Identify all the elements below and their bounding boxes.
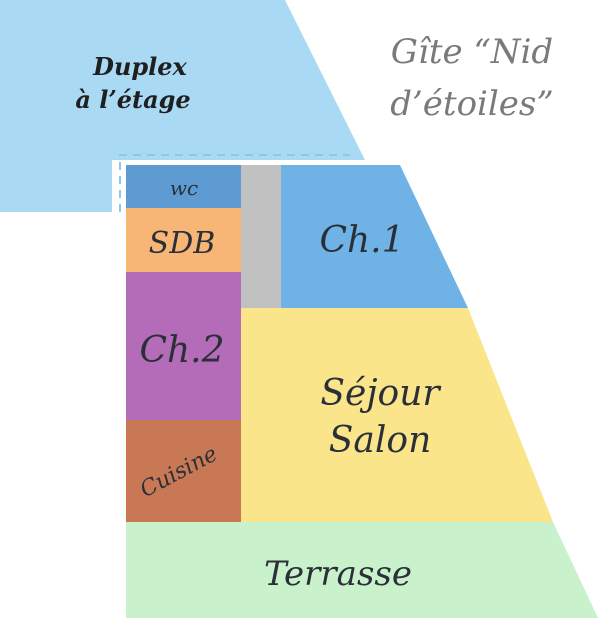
sdb-label: SDB: [149, 226, 216, 261]
terrasse-label: Terrasse: [264, 554, 412, 594]
duplex-label-line2: à l’étage: [75, 85, 190, 114]
wc-label: wc: [170, 176, 198, 200]
room-sdb: [126, 208, 241, 272]
title-line2: d’étoiles”: [390, 84, 554, 124]
room-sejour-salon: [241, 308, 553, 522]
title-line1: Gîte “Nid: [390, 32, 554, 72]
corridor: [241, 165, 281, 308]
ch1-label: Ch.1: [319, 220, 404, 261]
room-ch1: [281, 165, 468, 308]
page-title: Gîte “Nid d’étoiles”: [352, 26, 592, 130]
duplex-label-line1: Duplex: [92, 52, 187, 81]
duplex-zone: [0, 0, 365, 212]
duplex-footprint-outline: [119, 154, 350, 212]
room-cuisine: [126, 420, 241, 522]
sejour-label-line1: Séjour: [320, 373, 441, 414]
room-wc: [126, 165, 241, 208]
terrasse: [126, 522, 598, 618]
room-ch2: [126, 272, 241, 420]
ch2-label: Ch.2: [139, 330, 224, 371]
salon-label-line2: Salon: [329, 420, 432, 461]
